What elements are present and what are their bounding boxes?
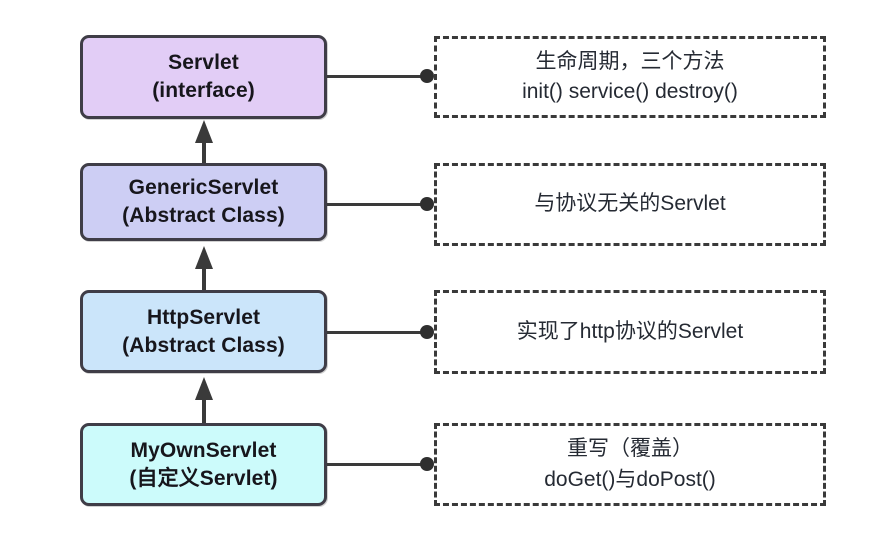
class-name-httpservlet: HttpServlet <box>146 305 261 329</box>
arrowhead-up-icon <box>195 120 213 143</box>
note-line-httpservlet-1: 实现了http协议的Servlet <box>516 319 744 343</box>
connector-line-genericservlet <box>327 203 429 206</box>
class-stereotype-myownservlet: (自定义Servlet) <box>129 466 278 490</box>
arrowhead-up-icon <box>195 377 213 400</box>
connector-line-myownservlet <box>327 463 429 466</box>
arrow-stem <box>202 140 206 163</box>
note-box-myownservlet[interactable]: 重写（覆盖） doGet()与doPost() <box>434 423 826 506</box>
arrow-stem <box>202 397 206 423</box>
note-line-servlet-2: init() service() destroy() <box>522 80 738 103</box>
note-line-servlet-1: 生命周期，三个方法 <box>535 49 725 73</box>
arrowhead-up-icon <box>195 246 213 269</box>
class-stereotype-servlet: (interface) <box>152 79 255 102</box>
class-box-servlet[interactable]: Servlet (interface) <box>80 35 327 119</box>
note-line-myownservlet-1: 重写（覆盖） <box>567 437 693 461</box>
class-name-myownservlet: MyOwnServlet <box>130 438 277 462</box>
class-box-genericservlet[interactable]: GenericServlet (Abstract Class) <box>80 163 327 241</box>
connector-ball-myownservlet <box>420 457 434 471</box>
class-name-servlet: Servlet <box>168 51 239 75</box>
connector-ball-httpservlet <box>420 325 434 339</box>
inheritance-arrow-httpservlet-to-genericservlet <box>195 246 213 290</box>
connector-ball-servlet <box>420 69 434 83</box>
inheritance-arrow-myownservlet-to-httpservlet <box>195 377 213 423</box>
class-box-httpservlet[interactable]: HttpServlet (Abstract Class) <box>80 290 327 373</box>
class-stereotype-genericservlet: (Abstract Class) <box>122 204 285 227</box>
note-box-genericservlet[interactable]: 与协议无关的Servlet <box>434 163 826 246</box>
arrow-stem <box>202 266 206 290</box>
note-line-myownservlet-2: doGet()与doPost() <box>544 467 716 491</box>
connector-line-httpservlet <box>327 331 429 334</box>
inheritance-arrow-genericservlet-to-servlet <box>195 120 213 163</box>
connector-line-servlet <box>327 75 429 78</box>
note-box-servlet[interactable]: 生命周期，三个方法 init() service() destroy() <box>434 36 826 118</box>
class-box-myownservlet[interactable]: MyOwnServlet (自定义Servlet) <box>80 423 327 506</box>
class-name-genericservlet: GenericServlet <box>128 176 279 200</box>
class-stereotype-httpservlet: (Abstract Class) <box>122 333 285 357</box>
connector-ball-genericservlet <box>420 197 434 211</box>
note-line-genericservlet-1: 与协议无关的Servlet <box>534 192 726 216</box>
note-box-httpservlet[interactable]: 实现了http协议的Servlet <box>434 290 826 374</box>
